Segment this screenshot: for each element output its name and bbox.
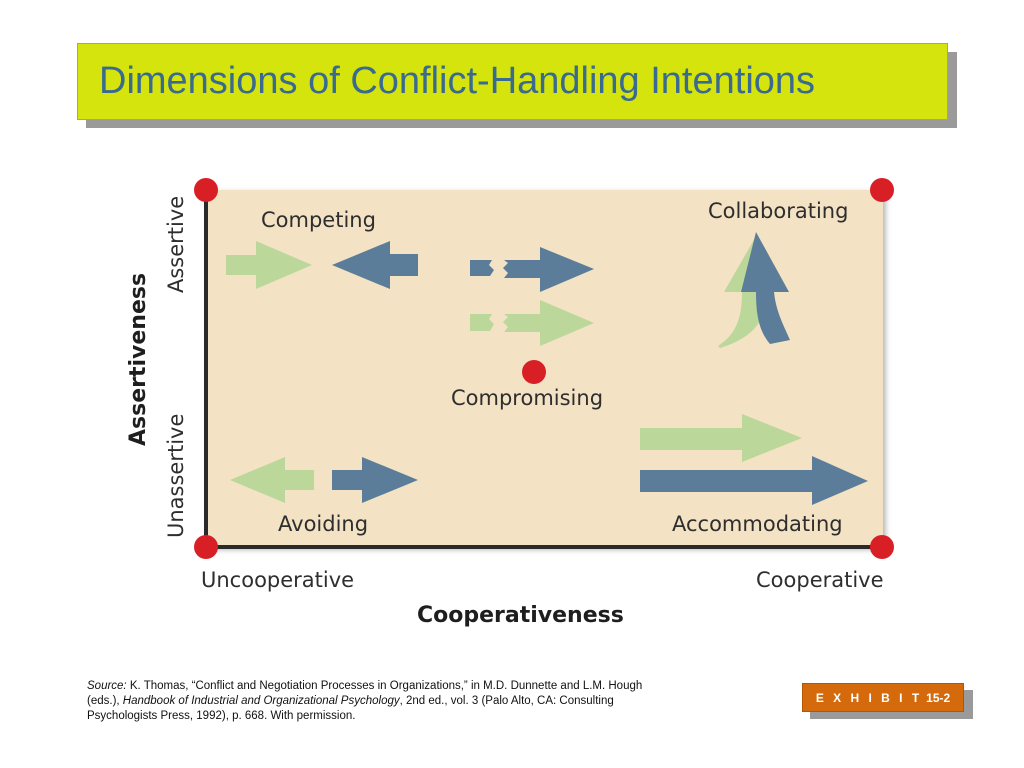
accommodating-light-arrow [640,414,802,462]
competing-label: Competing [261,208,376,232]
compromising-light-arrow [470,314,494,331]
source-note: Source: K. Thomas, “Conflict and Negotia… [87,679,647,724]
collaborating-label: Collaborating [708,199,849,223]
competing-dark-arrow [332,241,418,289]
source-label: Source: [87,680,127,692]
x-axis-low-label: Uncooperative [201,568,355,592]
compromising-dark-arrow [470,260,494,276]
y-axis-title: Assertiveness [126,272,151,446]
source-book-title: Handbook of Industrial and Organizationa… [122,695,400,707]
y-axis-high-label: Assertive [164,195,188,293]
title-banner: Dimensions of Conflict-Handling Intentio… [77,43,948,120]
bottom-right-dot [870,535,894,559]
slide-title: Dimensions of Conflict-Handling Intentio… [99,60,816,102]
compromising-light-arrow-head [503,300,594,346]
exhibit-label: E X H I B I T [815,690,923,705]
exhibit-number: 15-2 [926,690,951,705]
compromising-dark-arrow-head [503,247,594,292]
avoiding-light-arrow [230,457,314,503]
accommodating-label: Accommodating [672,512,843,536]
accommodating-dark-arrow [640,456,868,505]
x-axis-high-label: Cooperative [756,568,884,592]
collaborating-dark-arrow [741,232,790,344]
center-dot [522,360,546,384]
source-text-2: , 2nd ed., vol. 3 (Palo Alto, CA: Consul… [87,695,614,722]
x-axis-title: Cooperativeness [417,603,624,628]
exhibit-badge: E X H I B I T 15-2 [802,683,964,712]
y-axis-low-label: Unassertive [164,413,188,538]
avoiding-dark-arrow [332,457,418,503]
avoiding-label: Avoiding [278,512,369,536]
bottom-left-dot [194,535,218,559]
top-right-dot [870,178,894,202]
top-left-dot [194,178,218,202]
source-text-1: K. Thomas, “Conflict and Negotiation Pro… [87,680,643,707]
compromising-label: Compromising [451,386,604,410]
competing-light-arrow [226,241,312,289]
